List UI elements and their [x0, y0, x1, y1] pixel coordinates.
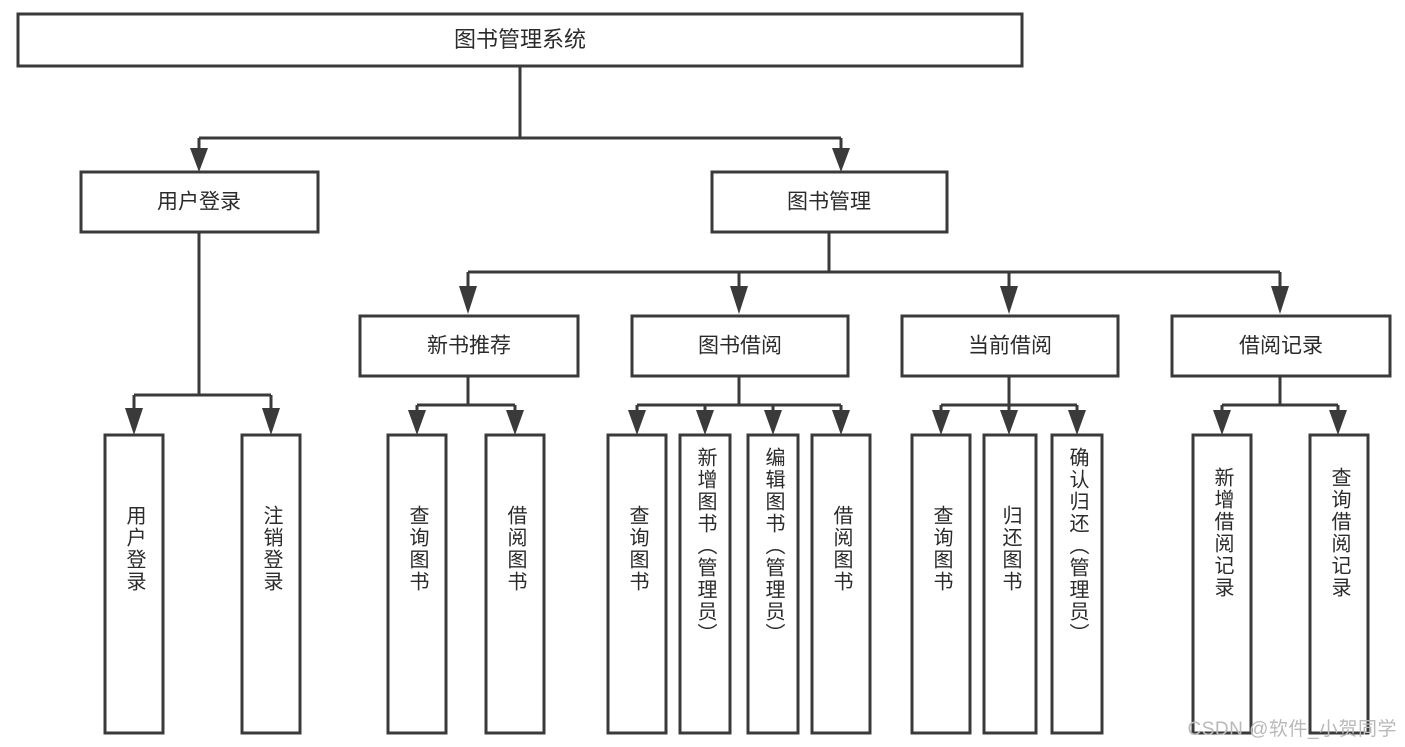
node-leaf-query-book-2[interactable] [606, 433, 668, 735]
node-book-manage[interactable]: 图书管理 [710, 170, 949, 234]
csdn-watermark: CSDN @软件_小贺同学 [1187, 719, 1397, 740]
node-current-borrow-label: 当前借阅 [968, 335, 1052, 358]
node-book-borrow[interactable]: 图书借阅 [630, 314, 850, 378]
node-book-borrow-label: 图书借阅 [698, 335, 782, 358]
node-leaf-edit-book[interactable] [746, 433, 800, 735]
connector-userlogin-to-leaves [125, 232, 280, 435]
node-leaf-borrow-book-2[interactable] [810, 433, 872, 735]
node-root[interactable]: 图书管理系统 [16, 12, 1024, 68]
node-new-book-recommend-label: 新书推荐 [427, 335, 511, 358]
connector-newbook-to-leaves [408, 376, 524, 435]
node-user-login[interactable]: 用户登录 [79, 170, 320, 234]
connector-borrowrecord-to-leaves [1213, 376, 1347, 435]
node-borrow-record[interactable]: 借阅记录 [1170, 314, 1392, 378]
node-leaf-query-book-1[interactable] [386, 433, 448, 735]
node-leaf-add-record[interactable] [1191, 433, 1253, 735]
connector-currentborrow-to-leaves [932, 376, 1086, 435]
node-leaf-logout[interactable] [240, 433, 302, 735]
node-leaf-add-book[interactable] [678, 433, 732, 735]
node-leaf-user-login[interactable] [103, 433, 165, 735]
connector-root-to-level1 [190, 66, 850, 172]
node-leaf-query-book-3[interactable] [910, 433, 972, 735]
node-leaf-return-book[interactable] [982, 433, 1038, 735]
node-new-book-recommend[interactable]: 新书推荐 [358, 314, 580, 378]
connector-bookborrow-to-leaves [628, 376, 850, 435]
node-leaf-confirm-return[interactable] [1050, 433, 1104, 735]
node-leaf-query-record[interactable] [1308, 433, 1370, 735]
node-current-borrow[interactable]: 当前借阅 [900, 314, 1120, 378]
node-root-label: 图书管理系统 [454, 27, 586, 52]
node-user-login-label: 用户登录 [157, 191, 241, 214]
node-borrow-record-label: 借阅记录 [1239, 335, 1323, 358]
connector-bookmanage-to-level2 [459, 232, 1289, 314]
node-leaf-borrow-book-1[interactable] [484, 433, 546, 735]
node-book-manage-label: 图书管理 [787, 191, 871, 214]
